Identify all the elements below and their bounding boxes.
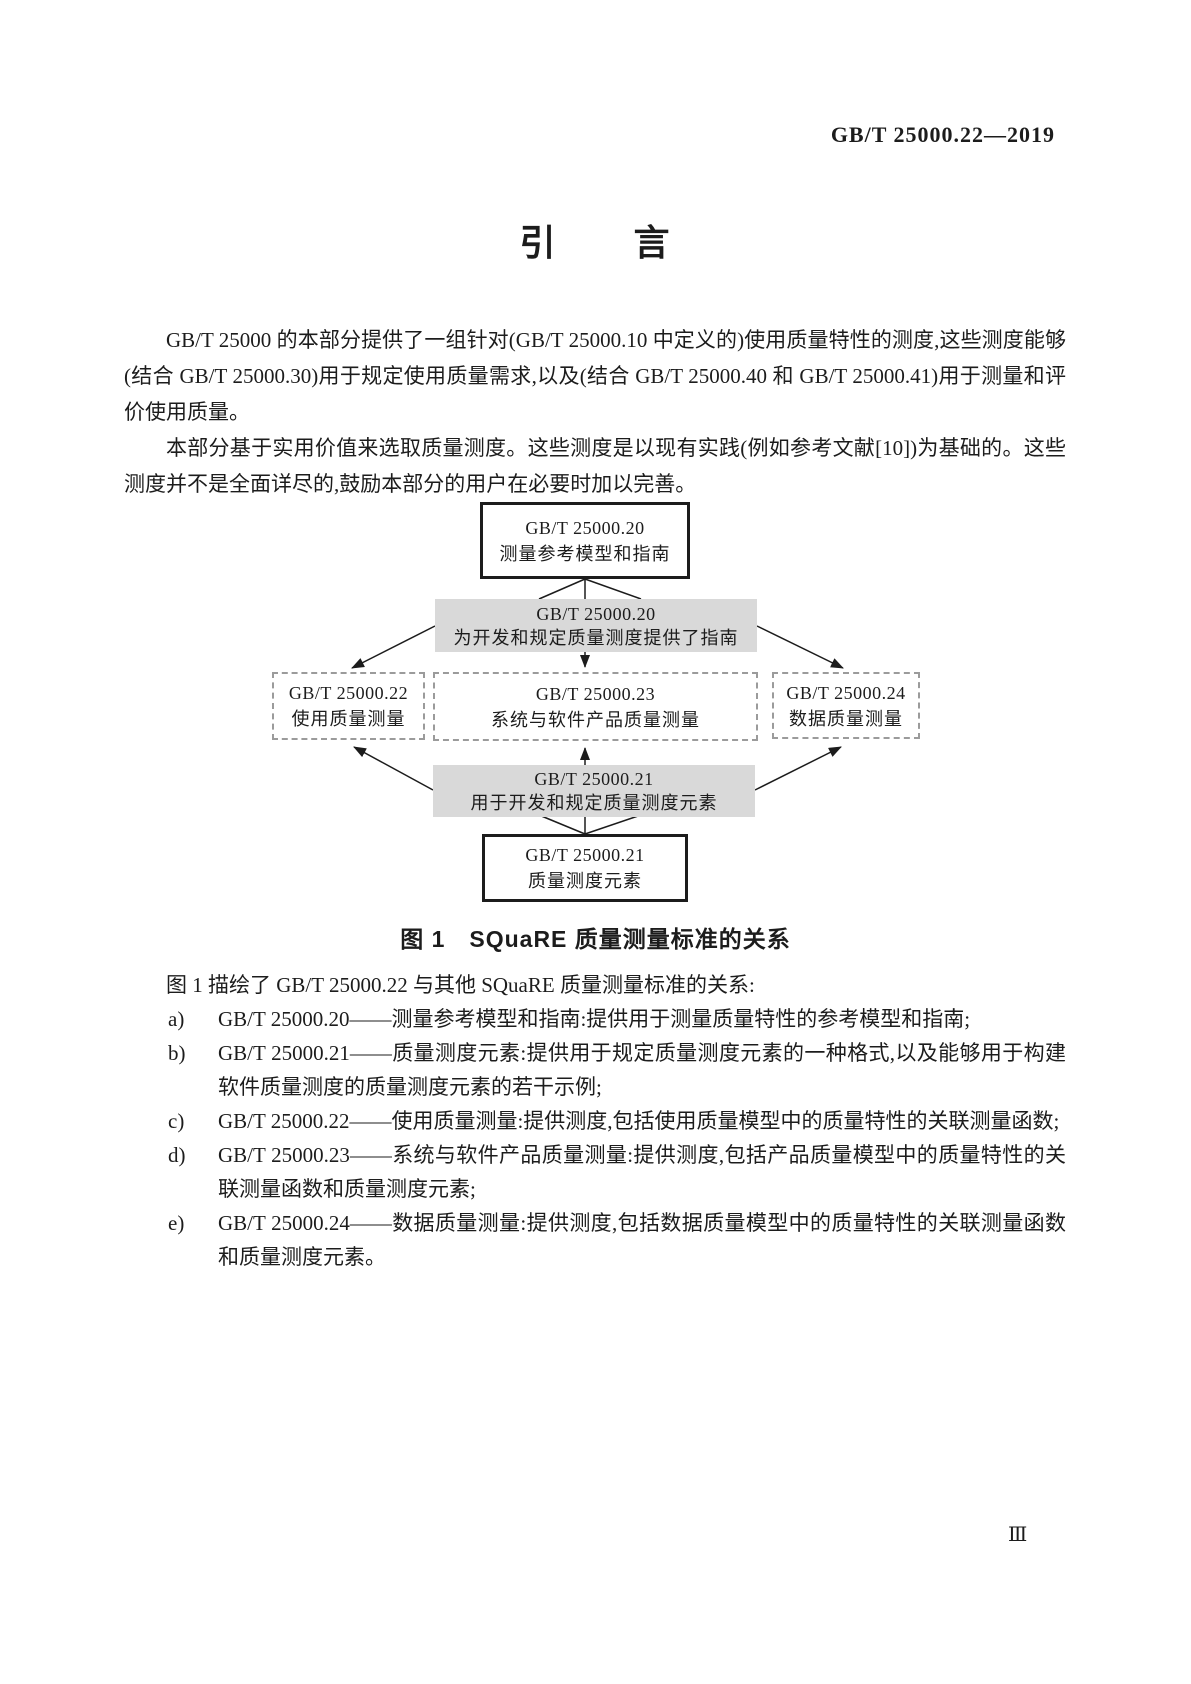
list-item-text: GB/T 25000.20——测量参考模型和指南:提供用于测量质量特性的参考模型… bbox=[218, 1007, 971, 1031]
fan-line bbox=[538, 814, 586, 835]
intro-paragraphs: GB/T 25000 的本部分提供了一组针对(GB/T 25000.10 中定义… bbox=[124, 322, 1066, 502]
paragraph: 本部分基于实用价值来选取质量测度。这些测度是以现有实践(例如参考文献[10])为… bbox=[124, 436, 1066, 496]
box-code: GB/T 25000.21 bbox=[534, 769, 654, 789]
list-item-text: GB/T 25000.22——使用质量测量:提供测度,包括使用质量模型中的质量特… bbox=[218, 1109, 1060, 1133]
box-code: GB/T 25000.20 bbox=[525, 517, 645, 538]
paragraph: GB/T 25000 的本部分提供了一组针对(GB/T 25000.10 中定义… bbox=[124, 328, 1066, 424]
arrow-line bbox=[754, 746, 842, 791]
box-code: GB/T 25000.24 bbox=[786, 682, 906, 703]
list-item-c: c) GB/T 25000.22——使用质量测量:提供测度,包括使用质量模型中的… bbox=[124, 1104, 1066, 1138]
fan-line bbox=[538, 578, 586, 600]
fan-line bbox=[584, 814, 642, 835]
list-item-e: e) GB/T 25000.24——数据质量测量:提供测度,包括数据质量模型中的… bbox=[124, 1206, 1066, 1274]
figure-box-25000-20-model: GB/T 25000.20 测量参考模型和指南 bbox=[480, 502, 690, 579]
box-label: 质量测度元素 bbox=[528, 871, 642, 891]
figure-caption: 图 1 SQuaRE 质量测量标准的关系 bbox=[400, 926, 791, 952]
page-title: 引 言 bbox=[519, 222, 672, 263]
box-code: GB/T 25000.22 bbox=[288, 683, 409, 703]
arrow-line bbox=[351, 625, 436, 669]
box-label: 为开发和规定质量测度提供了指南 bbox=[453, 627, 739, 648]
figure-box-25000-21-elements: GB/T 25000.21 质量测度元素 bbox=[482, 834, 688, 902]
box-label: 数据质量测量 bbox=[789, 708, 903, 729]
list-item-label: b) bbox=[168, 1041, 186, 1065]
box-label: 系统与软件产品质量测量 bbox=[491, 709, 700, 730]
figure-box-25000-24: GB/T 25000.24 数据质量测量 bbox=[772, 672, 920, 739]
figure-box-25000-23: GB/T 25000.23 系统与软件产品质量测量 bbox=[433, 672, 758, 741]
list-item-d: d) GB/T 25000.23——系统与软件产品质量测量:提供测度,包括产品质… bbox=[124, 1138, 1066, 1206]
arrow-line bbox=[353, 746, 434, 791]
figure-description-list: 图 1 描绘了 GB/T 25000.22 与其他 SQuaRE 质量测量标准的… bbox=[124, 968, 1066, 1274]
box-code: GB/T 25000.20 bbox=[536, 603, 656, 624]
list-item-b: b) GB/T 25000.21——质量测度元素:提供用于规定质量测度元素的一种… bbox=[124, 1036, 1066, 1104]
list-intro: 图 1 描绘了 GB/T 25000.22 与其他 SQuaRE 质量测量标准的… bbox=[166, 973, 755, 997]
standard-code-header: GB/T 25000.22—2019 bbox=[830, 122, 1055, 147]
box-label: 使用质量测量 bbox=[291, 709, 406, 729]
figure-box-25000-22: GB/T 25000.22 使用质量测量 bbox=[272, 672, 425, 740]
list-item-text: GB/T 25000.24——数据质量测量:提供测度,包括数据质量模型中的质量特… bbox=[218, 1211, 1066, 1269]
box-label: 测量参考模型和指南 bbox=[499, 543, 671, 564]
list-item-label: e) bbox=[168, 1211, 185, 1235]
list-item-label: d) bbox=[168, 1143, 186, 1167]
box-code: GB/T 25000.23 bbox=[535, 683, 656, 704]
box-label: 用于开发和规定质量测度元素 bbox=[470, 793, 718, 813]
list-item-text: GB/T 25000.21——质量测度元素:提供用于规定质量测度元素的一种格式,… bbox=[218, 1041, 1066, 1099]
list-item-label: a) bbox=[168, 1007, 185, 1031]
figure-box-25000-20-guide: GB/T 25000.20 为开发和规定质量测度提供了指南 bbox=[435, 599, 757, 652]
figure-box-25000-21-guide: GB/T 25000.21 用于开发和规定质量测度元素 bbox=[433, 765, 755, 817]
arrow-line bbox=[756, 625, 844, 669]
page-number: Ⅲ bbox=[1008, 1524, 1029, 1546]
box-code: GB/T 25000.21 bbox=[525, 845, 645, 865]
list-item-text: GB/T 25000.23——系统与软件产品质量测量:提供测度,包括产品质量模型… bbox=[218, 1143, 1066, 1201]
list-item-a: a) GB/T 25000.20——测量参考模型和指南:提供用于测量质量特性的参… bbox=[124, 1002, 1066, 1036]
list-item-label: c) bbox=[168, 1109, 185, 1133]
fan-line bbox=[584, 578, 642, 600]
